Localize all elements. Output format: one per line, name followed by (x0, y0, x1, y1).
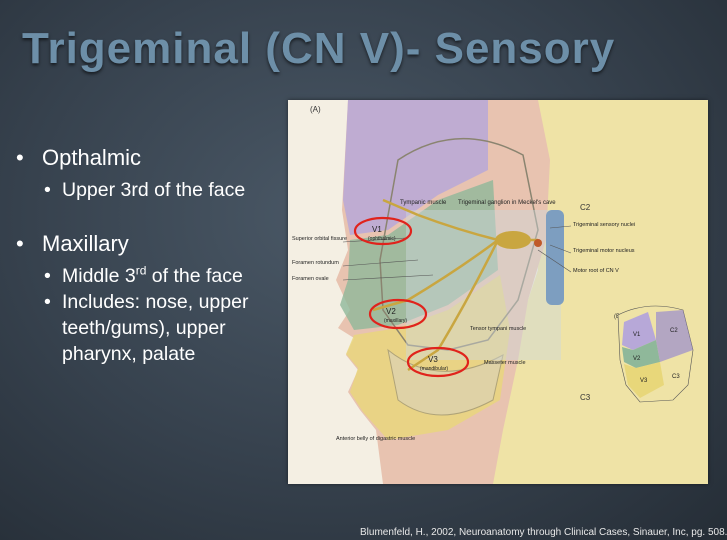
label-anterior-belly: Anterior belly of digastric muscle (336, 436, 415, 442)
label-motor-root: Motor root of CN V (573, 268, 619, 274)
label-v1: V1 (372, 225, 382, 234)
sub-bullet-maxillary: • Middle 3rd of the face (44, 263, 286, 289)
sub-bullet-ophthalmic-text: Upper 3rd of the face (62, 179, 246, 201)
b-label-v3: V3 (640, 378, 648, 384)
bullet-maxillary: • Maxillary (14, 231, 286, 257)
trigeminal-illustration: (A) Tympanic muscle Trigeminal ganglion … (288, 100, 708, 484)
label-v3-name: (mandibular) (420, 366, 448, 372)
sub-bullet-maxillary-text: Middle 3rd of the face (62, 263, 243, 288)
v1-zone (343, 100, 488, 235)
label-v2-name: (maxillary) (384, 318, 407, 324)
v1-highlight (353, 216, 413, 246)
motor-nucleus-dot (534, 239, 542, 247)
b-label-c2: C2 (670, 328, 678, 334)
trigeminal-ganglion (495, 231, 531, 249)
sub-bullet-includes-text: Includes: nose, upper teeth/gums), upper… (62, 291, 249, 365)
label-foramen-rotundum: Foramen rotundum (292, 260, 339, 266)
bullet-dot: • (44, 179, 51, 201)
bullet-dot: • (44, 291, 51, 313)
bullet-list: • Opthalmic • Upper 3rd of the face • Ma… (14, 145, 286, 367)
bullet-maxillary-label: Maxillary (42, 231, 129, 256)
bullet-dot: • (44, 265, 51, 287)
b-label-v1: V1 (633, 332, 641, 338)
sub-bullet-maxillary-includes: • Includes: nose, upper teeth/gums), upp… (44, 289, 286, 367)
label-c3: C3 (580, 393, 591, 402)
label-ganglion: Trigeminal ganglion in Meckel's cave (458, 200, 556, 206)
label-tympanic: Tympanic muscle (400, 200, 447, 206)
anatomy-figure: (A) Tympanic muscle Trigeminal ganglion … (288, 100, 708, 484)
label-sensory-nuclei: Trigeminal sensory nuclei (573, 222, 635, 228)
v3-highlight (406, 346, 470, 378)
brainstem (546, 210, 564, 305)
nerve-window (406, 210, 561, 360)
bullet-ophthalmic-label: Opthalmic (42, 145, 142, 170)
mandible (387, 348, 504, 416)
b-label-v2: V2 (633, 356, 641, 362)
bullet-ophthalmic: • Opthalmic (14, 145, 286, 171)
label-v1-name: (ophthalmic) (368, 236, 396, 242)
citation: Blumenfeld, H., 2002, Neuroanatomy throu… (360, 527, 727, 538)
label-masseter: Masseter muscle (484, 360, 526, 366)
label-v3: V3 (428, 355, 438, 364)
v2-zone (340, 180, 498, 330)
panel-b-dermatome: (B) V1 V2 V3 C2 C3 (614, 305, 694, 403)
label-c2: C2 (580, 203, 591, 212)
label-v2: V2 (386, 307, 396, 316)
label-foramen-ovale: Foramen ovale (292, 276, 329, 282)
sub-bullet-ophthalmic: • Upper 3rd of the face (44, 177, 286, 203)
bullet-dot: • (16, 231, 24, 256)
v2-highlight (368, 298, 428, 330)
bullet-dot: • (16, 145, 24, 170)
label-tensor-tympani: Tensor tympani muscle (470, 326, 526, 332)
label-motor-nucleus: Trigeminal motor nucleus (573, 248, 635, 254)
leader-lines (342, 225, 572, 281)
label-superior-orbital: Superior orbital fissure (292, 236, 347, 242)
b-label-c3: C3 (672, 374, 680, 380)
panel-a-label: (A) (310, 105, 321, 114)
slide-title: Trigeminal (CN V)- Sensory (22, 24, 616, 73)
